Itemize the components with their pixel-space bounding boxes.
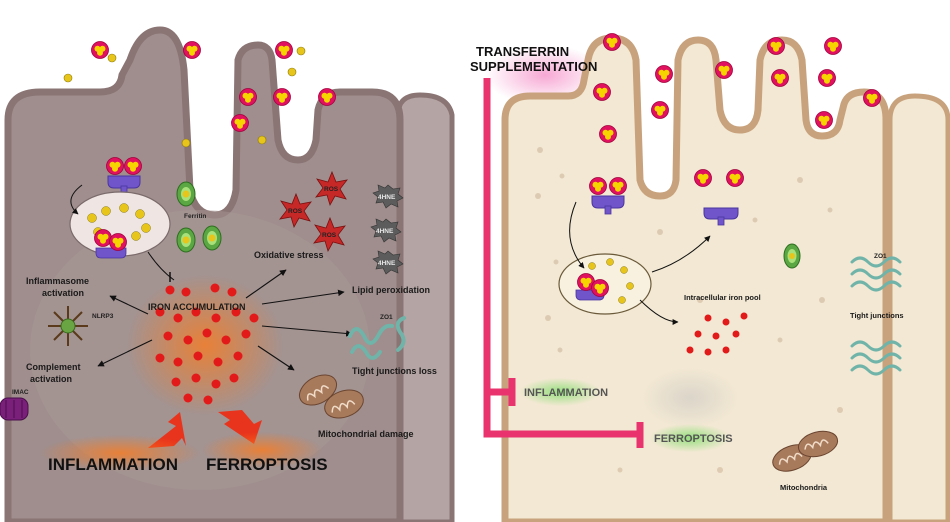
ferritin-icons [176,181,222,253]
transferrin-receptor-right-2 [703,207,739,226]
tight-junctions-loss-label: Tight junctions loss [352,366,437,376]
complement-label-line1: Complement [26,362,81,372]
inflammasome-label-line2: activation [42,288,84,298]
transferrin-inhibitor-line [483,78,638,438]
complement-label-line2: activation [30,374,72,384]
right-cell-body [501,34,890,522]
right-ferroptosis-label: FERROPTOSIS [654,433,733,445]
endosome [69,191,171,259]
mitochondria-damaged-icon [299,374,364,419]
transferrin-label-line2: SUPPLEMENTATION [470,59,597,74]
lipid-peroxidation-label: Lipid peroxidation [352,285,430,295]
hne-label-2: 4HNE [376,228,394,235]
imac-label: IMAC [12,389,29,396]
tight-junctions-label: Tight junctions [850,311,904,320]
endosome-right [558,253,652,315]
left-inflammation-label: INFLAMMATION [48,455,178,474]
iron-accumulation-dots [155,283,259,405]
nlrp3-label: NLRP3 [92,313,114,320]
mitochondria-healthy-icon [772,430,839,472]
hne-label-1: 4HNE [378,194,396,201]
ros-label-3: ROS [322,232,337,239]
ferritin-label: Ferritin [184,213,206,220]
nlrp3-icon [48,306,88,346]
inhibitor-bars [508,378,644,448]
hne-label-3: 4HNE [378,260,396,267]
zo1-left-label: ZO1 [380,314,393,321]
transferrin-label-line1: TRANSFERRIN [476,44,569,59]
imac-icon [0,397,29,421]
iron-accumulation-label: IRON ACCUMULATION [148,302,246,312]
left-panel: Ferritin ROS ROS ROS Oxidative stress 4H… [0,26,455,522]
oxidative-stress-label: Oxidative stress [254,250,324,260]
left-ferroptosis-label: FERROPTOSIS [206,455,328,474]
mitochondrial-damage-label: Mitochondrial damage [318,429,414,439]
cell-specks [535,147,843,473]
ros-stars: ROS ROS ROS [279,170,348,253]
zo1-right-icon [850,256,902,376]
ferritin-right-icon [783,243,801,269]
ros-label-1: ROS [288,208,303,215]
intracellular-iron-pool-label: Intracellular iron pool [684,293,761,302]
right-panel: Intracellular iron pool ZO1 Tight juncti… [470,33,950,522]
inflammasome-label-line1: Inflammasome [26,276,89,286]
free-iron-dots [63,46,306,148]
ros-label-2: ROS [324,186,339,193]
intracellular-iron-pool-dots [686,312,748,356]
right-inflammation-label: INFLAMMATION [524,387,608,399]
zo1-left-icon [348,316,406,360]
left-cell-neighbor [395,92,455,522]
effect-arrows [97,269,353,371]
hne-icons: 4HNE 4HNE 4HNE [370,184,404,275]
mitochondria-label: Mitochondria [780,483,828,492]
right-cell-neighbor [887,93,950,522]
zo1-right-label: ZO1 [874,253,887,260]
